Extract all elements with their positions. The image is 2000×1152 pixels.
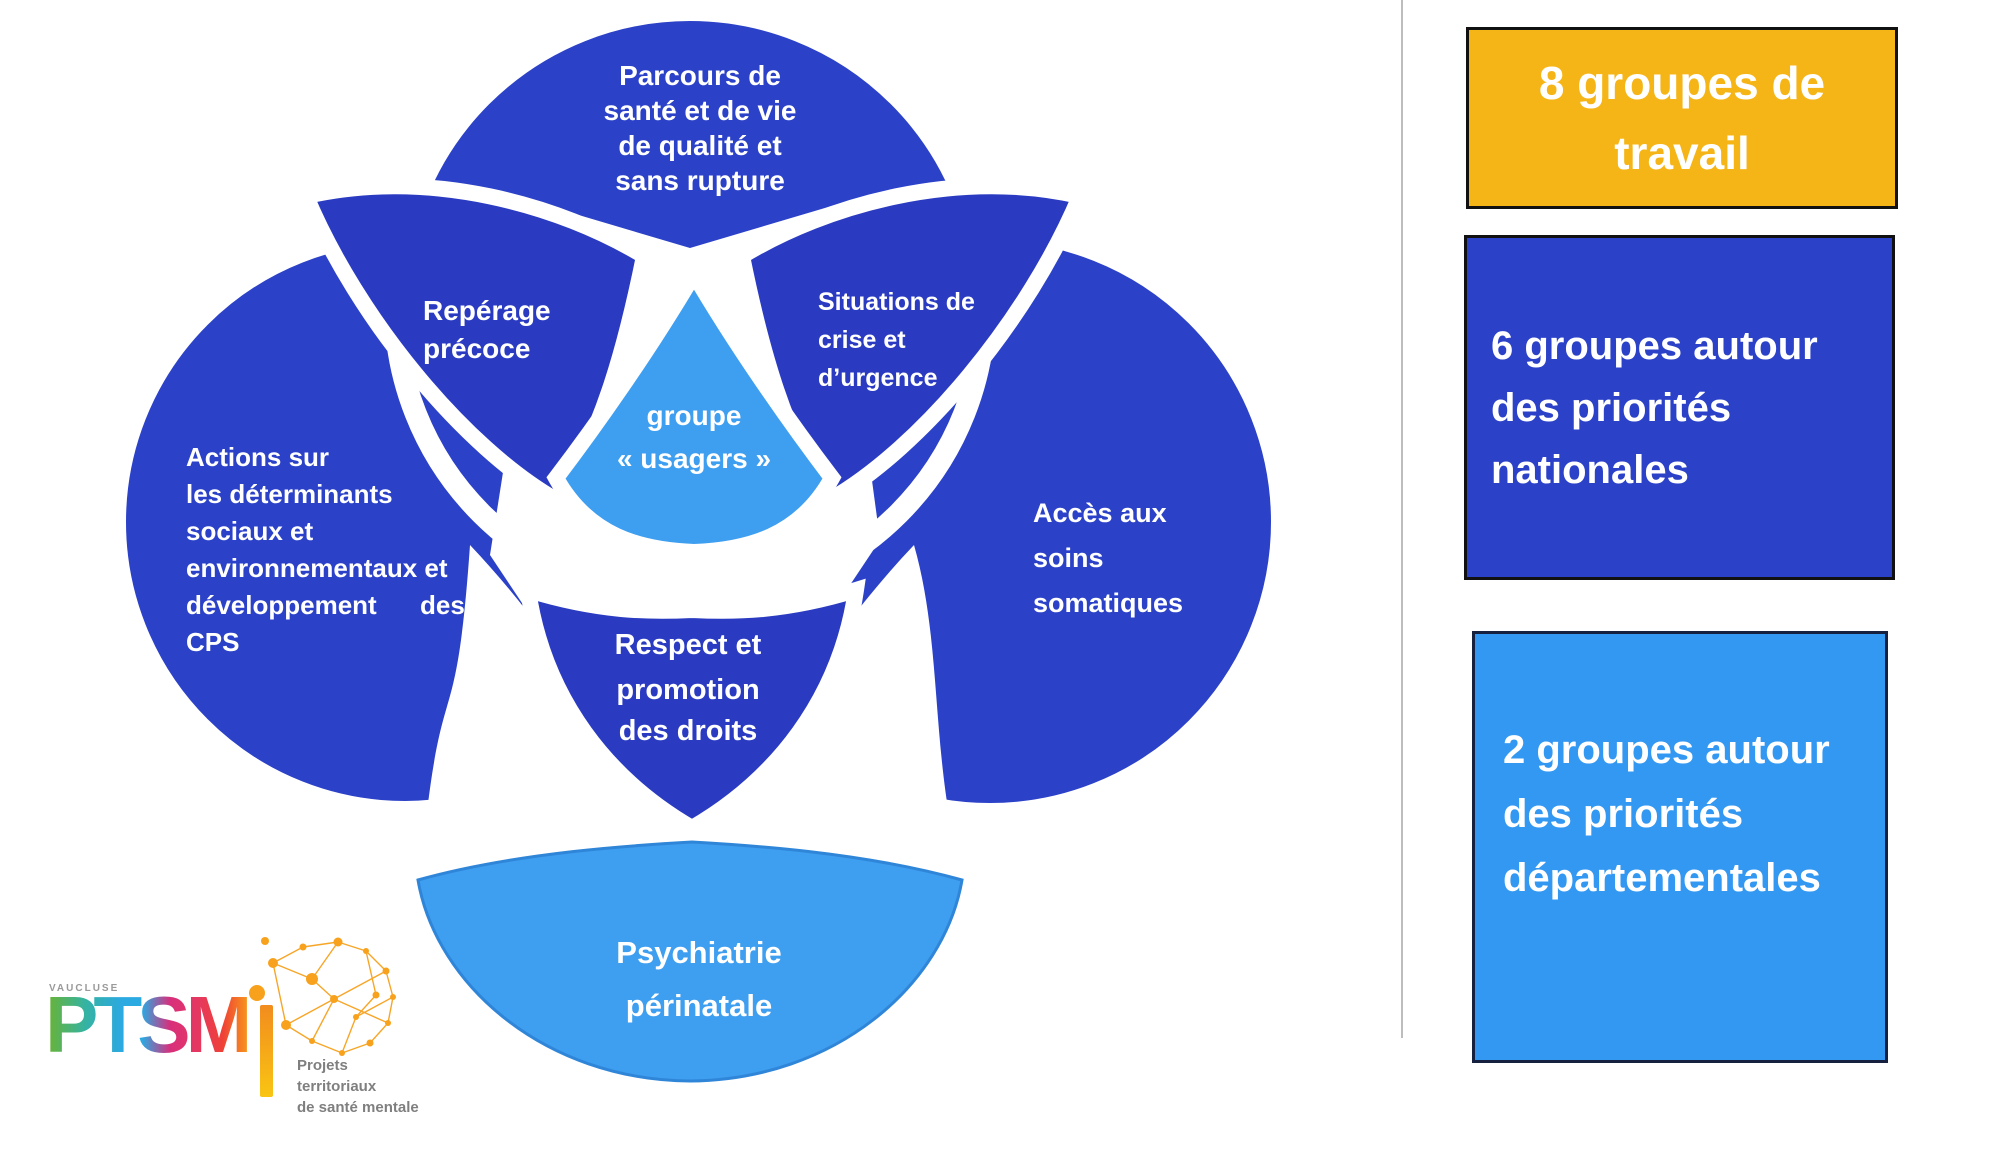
departmental-line1: 2 groupes autour <box>1503 728 1830 772</box>
national-line3: nationales <box>1491 447 1689 492</box>
left-circle-label-line4: environnementaux et <box>186 553 448 583</box>
top-circle-label-line4: sans rupture <box>615 165 785 196</box>
left-circle-label-line5b: des <box>420 590 465 620</box>
petal-bottom-label-line3: des droits <box>619 715 758 747</box>
right-circle-label-line2: soins <box>1033 543 1104 573</box>
vertical-divider <box>1401 0 1403 1038</box>
petal-top-left-label-line2: précoce <box>423 333 530 364</box>
departmental-line3: départementales <box>1503 856 1821 900</box>
petal-bottom <box>518 578 866 838</box>
petal-top-right-label-line3: d’urgence <box>818 364 938 392</box>
right-circle-label-line1: Accès aux <box>1033 498 1167 528</box>
center-shape <box>546 258 842 561</box>
petal-top-left-label-line1: Repérage <box>423 295 551 326</box>
logo-acronym: PTSM <box>45 980 252 1069</box>
venn-diagram: Parcours de santé et de vie de qualité e… <box>115 10 1282 1083</box>
logo-caption: Projets territoriaux de santé mentale <box>297 1055 419 1118</box>
logo-region-label: VAUCLUSE <box>49 983 119 994</box>
top-circle-label-line1: Parcours de <box>619 60 781 91</box>
logo-caption-line1: Projets <box>297 1057 348 1074</box>
left-circle-label-line2: les déterminants <box>186 479 393 509</box>
national-line1: 6 groupes autour <box>1491 323 1818 368</box>
left-circle-label-line5: développement <box>186 590 377 620</box>
ptsm-logo: VAUCLUSE PTSM <box>45 937 445 1150</box>
bottom-circle-label-line2: périnatale <box>626 988 772 1023</box>
center-label-line2: « usagers » <box>617 443 771 474</box>
logo-caption-line2: territoriaux <box>297 1078 377 1095</box>
logo-network-icon <box>249 937 396 1056</box>
right-circle-label-line3: somatiques <box>1033 588 1183 618</box>
work-groups-box: 8 groupes de travail <box>1466 27 1898 209</box>
departmental-line2: des priorités <box>1503 792 1744 836</box>
white-gap-lower-right <box>716 545 964 882</box>
national-priorities-box: 6 groupes autour des priorités nationale… <box>1464 235 1895 580</box>
work-groups-line2: travail <box>1614 127 1750 179</box>
petal-bottom-label-line1: Respect et <box>615 629 762 661</box>
logo-orange-bar <box>260 1005 273 1097</box>
petal-top-right-label-line1: Situations de <box>818 288 975 316</box>
left-circle-label-line6: CPS <box>186 627 239 657</box>
bottom-circle <box>416 840 964 1083</box>
center-label-line1: groupe <box>647 400 742 431</box>
petal-top-right-label-line2: crise et <box>818 326 906 354</box>
top-circle-label-line2: santé et de vie <box>604 95 797 126</box>
work-groups-line1: 8 groupes de <box>1538 57 1826 109</box>
departmental-priorities-box: 2 groupes autour des priorités départeme… <box>1472 631 1888 1063</box>
petal-bottom-label-line2: promotion <box>616 674 759 706</box>
white-gap-lower-left <box>420 545 668 882</box>
national-line2: des priorités <box>1491 385 1732 430</box>
bottom-circle-label-line1: Psychiatrie <box>616 935 781 970</box>
top-circle-label-line3: de qualité et <box>618 130 781 161</box>
left-circle-label-line1: Actions sur <box>186 442 329 472</box>
left-circle-label-line3: sociaux et <box>186 516 314 546</box>
logo-caption-line3: de santé mentale <box>297 1099 419 1116</box>
